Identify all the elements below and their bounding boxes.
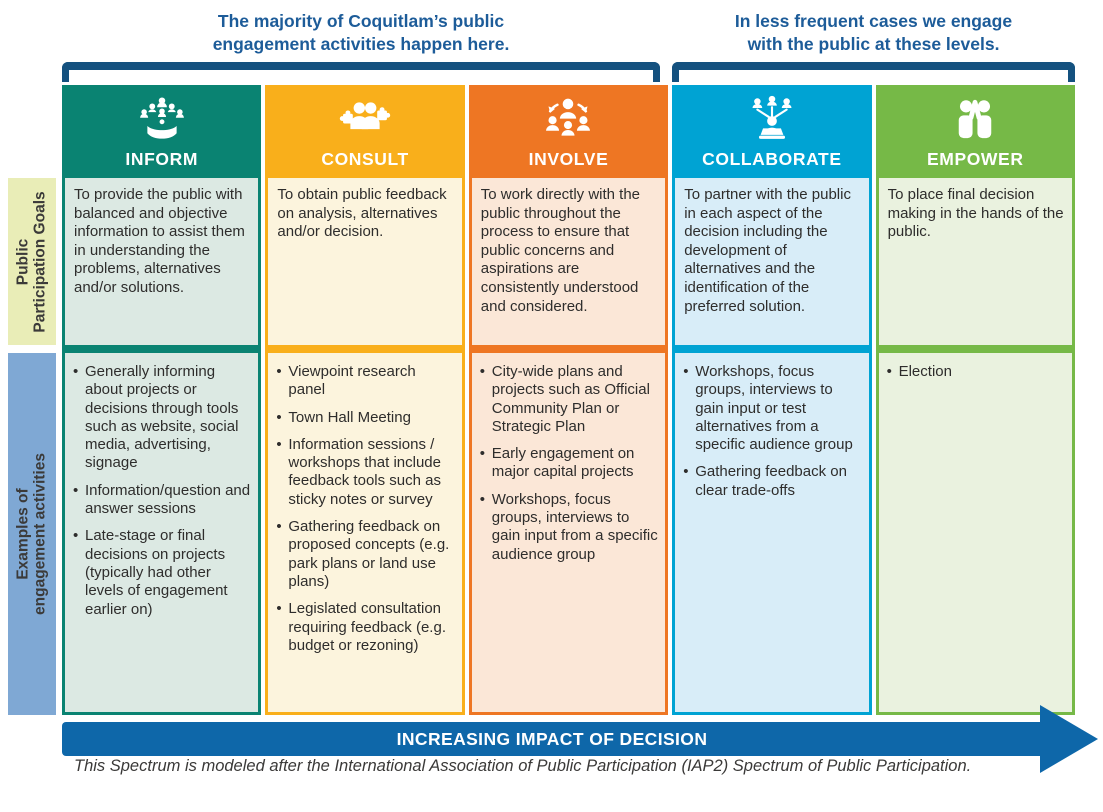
column-involve: INVOLVE To work directly with the public… xyxy=(468,85,669,715)
collaborate-examples-cell: Workshops, focus groups, interviews to g… xyxy=(672,353,872,715)
empower-goal-cell: To place final decision making in the ha… xyxy=(875,178,1075,345)
inform-header: INFORM xyxy=(62,85,262,178)
annotation-less-frequent: In less frequent cases we engage with th… xyxy=(672,10,1075,56)
row-label-examples-of-engagement-activities: Examples of engagement activities xyxy=(8,353,56,715)
person-laptop-network-icon xyxy=(746,95,798,147)
list-item: City-wide plans and projects such as Off… xyxy=(479,363,659,436)
high-five-icon xyxy=(949,95,1001,147)
row-label-public-participation-goals: Public Participation Goals xyxy=(8,178,56,345)
consult-examples-cell: Viewpoint research panelTown Hall Meetin… xyxy=(265,353,465,715)
list-item: Town Hall Meeting xyxy=(275,409,455,428)
consult-examples-list: Viewpoint research panelTown Hall Meetin… xyxy=(275,363,455,655)
column-collaborate: COLLABORATE To partner with the public i… xyxy=(672,85,872,715)
people-with-puzzle-pieces-icon xyxy=(339,95,391,147)
involve-label: INVOLVE xyxy=(528,149,609,169)
annotation-majority-text: The majority of Coquitlam’s public engag… xyxy=(212,11,510,55)
involve-header: INVOLVE xyxy=(468,85,669,178)
row-label-examples-line2: engagement activities xyxy=(32,453,49,615)
list-item: Viewpoint research panel xyxy=(275,363,455,400)
list-item: Generally informing about projects or de… xyxy=(72,363,252,473)
collaborate-separator xyxy=(672,345,872,353)
row-label-goals-line1: Public xyxy=(14,238,32,285)
list-item: Legislated consultation requiring feedba… xyxy=(275,600,455,655)
inform-goal-cell: To provide the public with balanced and … xyxy=(62,178,262,345)
involve-examples-cell: City-wide plans and projects such as Off… xyxy=(468,353,669,715)
row-label-examples-text: Examples of engagement activities xyxy=(15,453,50,615)
consult-label: CONSULT xyxy=(321,149,409,169)
annotation-majority: The majority of Coquitlam’s public engag… xyxy=(62,10,660,56)
row-label-goals-line2: Participation Goals xyxy=(32,190,49,333)
column-empower: EMPOWER To place final decision making i… xyxy=(875,85,1075,715)
list-item: Late-stage or final decisions on project… xyxy=(72,527,252,618)
inform-examples-list: Generally informing about projects or de… xyxy=(72,363,252,619)
list-item: Election xyxy=(886,363,1066,382)
list-item: Information/question and answer sessions xyxy=(72,482,252,519)
involve-goal-cell: To work directly with the public through… xyxy=(468,178,669,345)
list-item: Information sessions / workshops that in… xyxy=(275,436,455,509)
consult-separator xyxy=(265,345,465,353)
collaborate-label: COLLABORATE xyxy=(702,149,842,169)
column-inform: INFORM To provide the public with balanc… xyxy=(62,85,262,715)
bracket-left-icon xyxy=(62,62,660,82)
empower-examples-list: Election xyxy=(886,363,1066,382)
involve-separator xyxy=(468,345,669,353)
involve-examples-list: City-wide plans and projects such as Off… xyxy=(479,363,659,564)
consult-goal-cell: To obtain public feedback on analysis, a… xyxy=(265,178,465,345)
row-label-examples-line1: Examples of xyxy=(14,488,32,580)
arrow-head-icon xyxy=(1040,705,1098,773)
iap2-attribution-caption: This Spectrum is modeled after the Inter… xyxy=(74,757,972,775)
empower-separator xyxy=(875,345,1075,353)
increasing-impact-arrow: INCREASING IMPACT OF DECISION xyxy=(62,722,1042,756)
empower-header: EMPOWER xyxy=(875,85,1075,178)
collaborate-header: COLLABORATE xyxy=(672,85,872,178)
row-label-goals-text: Public Participation Goals xyxy=(15,191,50,332)
collaborate-goal-cell: To partner with the public in each aspec… xyxy=(672,178,872,345)
consult-header: CONSULT xyxy=(265,85,465,178)
inform-label: INFORM xyxy=(125,149,198,169)
empower-examples-cell: Election xyxy=(875,353,1075,715)
hand-presenting-people-icon xyxy=(136,95,188,147)
collaborate-examples-list: Workshops, focus groups, interviews to g… xyxy=(682,363,862,500)
annotation-less-frequent-text: In less frequent cases we engage with th… xyxy=(734,11,1013,55)
list-item: Workshops, focus groups, interviews to g… xyxy=(479,491,659,564)
people-circle-arrows-icon xyxy=(542,95,594,147)
list-item: Workshops, focus groups, interviews to g… xyxy=(682,363,862,454)
list-item: Early engagement on major capital projec… xyxy=(479,445,659,482)
increasing-impact-label: INCREASING IMPACT OF DECISION xyxy=(396,728,708,749)
list-item: Gathering feedback on clear trade-offs xyxy=(682,463,862,500)
column-consult: CONSULT To obtain public feedback on ana… xyxy=(265,85,465,715)
inform-examples-cell: Generally informing about projects or de… xyxy=(62,353,262,715)
bracket-right-icon xyxy=(672,62,1075,82)
empower-label: EMPOWER xyxy=(927,149,1024,169)
list-item: Gathering feedback on proposed concepts … xyxy=(275,518,455,591)
spectrum-grid: INFORM To provide the public with balanc… xyxy=(62,85,1075,715)
inform-separator xyxy=(62,345,262,353)
